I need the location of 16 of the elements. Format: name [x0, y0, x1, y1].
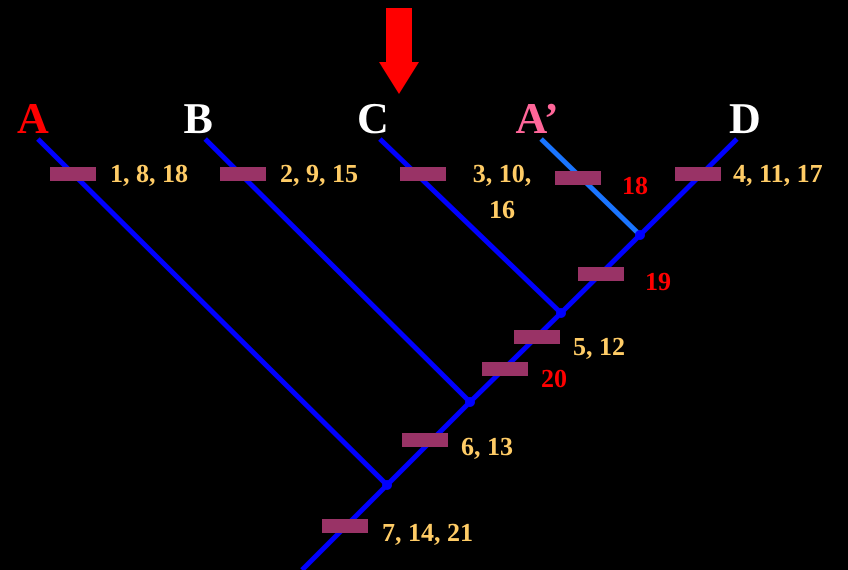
- edge-label: 1, 8, 18: [110, 158, 188, 190]
- taxon-label: A’: [516, 97, 559, 141]
- edge-label: 18: [622, 170, 648, 202]
- edge-label: 19: [645, 266, 671, 298]
- mark-number: 20: [541, 363, 567, 395]
- pointer-arrow: [379, 8, 419, 94]
- taxon-label: B: [184, 97, 213, 141]
- edge-label: 4, 11, 17: [733, 158, 823, 190]
- taxon-label: D: [729, 97, 761, 141]
- taxon-label: A: [17, 97, 49, 141]
- edge-label: 5, 12: [573, 331, 625, 363]
- edge-label: 6, 13: [461, 431, 513, 463]
- taxon-label: C: [357, 97, 389, 141]
- edge-label: 2, 9, 15: [280, 158, 358, 190]
- edge-label: 7, 14, 21: [382, 517, 473, 549]
- edge-label: 3, 10, 16: [472, 158, 532, 226]
